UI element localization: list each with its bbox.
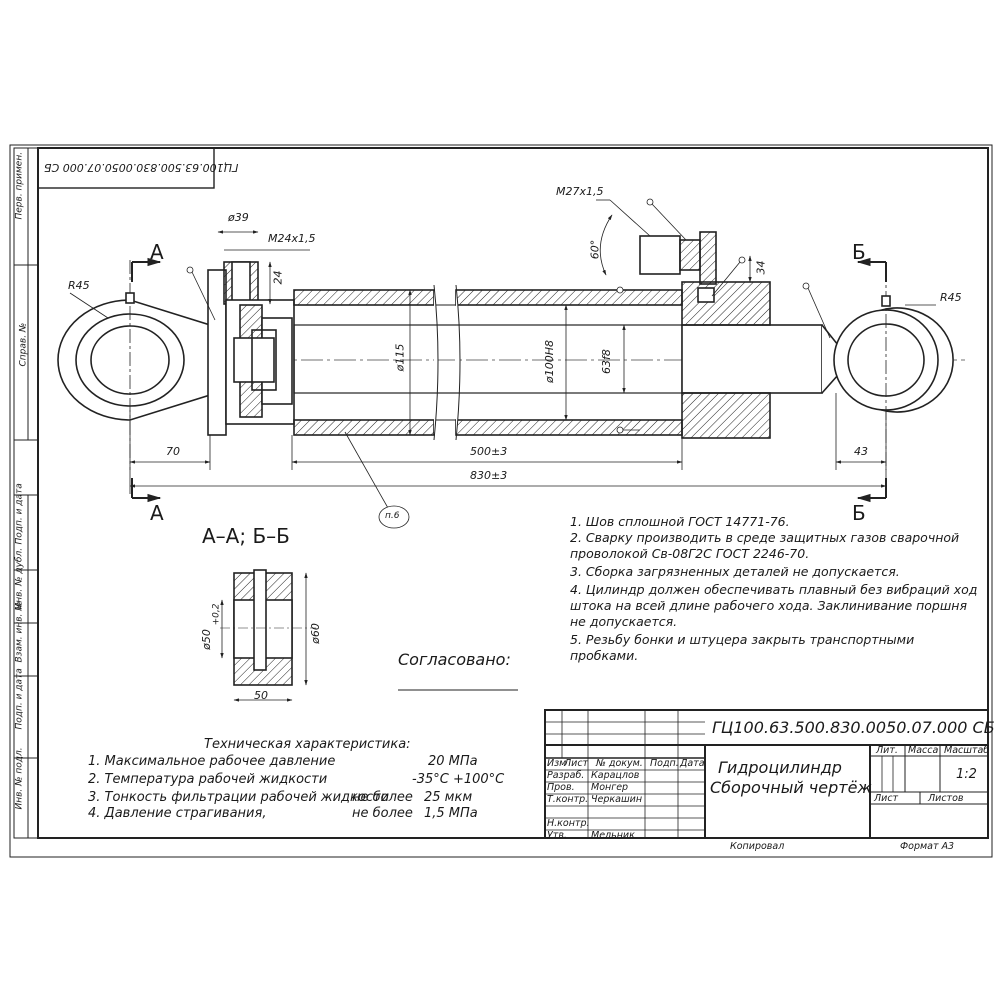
tech-row-limit: не более [352,790,413,805]
dim-d50: ø50 [199,629,213,650]
tech-row-limit: не более [352,806,413,821]
tb-role: Разраб. [547,770,585,781]
note-line: 2. Сварку производить в среде защитных г… [570,530,960,545]
tb-copied: Копировал [730,841,785,852]
tech-heading: Техническая характеристика: [204,737,411,752]
tb-role: Утв. [547,830,567,841]
side-label-podp2: Подп. и дата [14,668,25,730]
tb-role: Пров. [547,782,575,793]
sheet-frame [9,144,993,858]
tb-sheets: Листов [928,793,964,804]
side-label-perv: Перв. примен. [14,151,25,220]
doc-code: ГЦ100.63.500.830.0050.07.000 СБ [712,718,995,737]
tb-role: Н.контр. [547,818,590,829]
side-label-podp1: Подп. и дата [14,483,25,545]
dim-830: 830±3 [470,469,508,482]
side-label-sprav: Справ. № [18,322,29,367]
tech-row-label: 2. Температура рабочей жидкости [88,772,328,787]
right-eye-lug [833,268,954,470]
dim-r45-left: R45 [68,279,90,292]
dimension-lines [69,199,936,494]
section-detail [220,569,316,702]
dim-34: 34 [754,260,768,275]
dim-angle60: 60° [588,239,602,260]
doc-title: Гидроцилиндр [718,758,842,777]
note-line: пробками. [570,648,639,663]
piston-rod [681,324,849,394]
dim-d100h8: ø100H8 [543,340,556,383]
tech-row-value: -35°С +100°С [412,772,505,787]
note-line: проволокой Св-08Г2С ГОСТ 2246-70. [570,546,810,561]
side-label-vzam: Взам. инв. № [14,601,25,663]
tech-row-value: 1,5 МПа [424,806,478,821]
tb-lit: Лит. [876,745,898,756]
dim-m24: М24х1,5 [268,232,316,245]
tech-row-value: 20 МПа [428,754,478,769]
note-line: не допускается. [570,614,678,629]
tech-row-label: 3. Тонкость фильтрации рабочей жидкости [88,790,390,805]
dim-70: 70 [166,445,180,458]
tb-format: Формат А3 [900,841,955,852]
tech-row-label: 1. Максимальное рабочее давление [88,754,336,769]
dim-d50-tol: +0,2 [211,603,222,626]
dim-m27: М27х1,5 [556,185,604,198]
mirrored-doc-code: ГЦ100.63.500.830.0050.07.000 СБ [44,161,239,174]
approval-label: Согласовано: [398,650,511,669]
dim-43: 43 [854,445,868,458]
dim-d115: ø115 [393,343,407,372]
callout-p6: п.6 [385,511,400,521]
tb-col-doc: № докум. [596,758,643,769]
dim-w50: 50 [254,689,268,702]
tb-col-sign: Подп. [650,758,679,769]
tb-mass: Масса [908,745,939,756]
tb-name: Мельник [591,830,635,841]
section-cut-marks [131,257,887,503]
section-mark-a-bottom: А [150,501,164,525]
side-label-inv-podl: Инв. № подл. [14,747,25,810]
dim-500: 500±3 [470,445,508,458]
note-line: 5. Резьбу бонки и штуцера закрыть трансп… [570,632,915,647]
dim-d39: ø39 [228,211,249,224]
section-mark-b-bottom: Б [852,501,866,525]
tb-col-izm: Изм [547,758,567,769]
tb-role: Т.контр. [547,794,589,805]
section-mark-b-top: Б [852,240,866,264]
left-eye-lug [57,260,211,470]
title-block-grid [544,709,989,839]
tb-name: Карацлов [591,770,640,781]
tb-col-date: Дата [680,758,705,769]
tb-scale-value: 1:2 [956,767,977,782]
tb-scale: Масштаб [944,745,990,756]
tb-col-list: Лист [564,758,589,769]
tb-name: Монгер [591,782,629,793]
gland-head [639,231,771,439]
dim-r45-right: R45 [940,291,962,304]
cylinder-barrel [293,284,683,441]
section-mark-a-top: А [150,240,164,264]
tb-name: Черкашин [591,794,643,805]
section-title: А–А; Б–Б [202,524,290,548]
note-line: 1. Шов сплошной ГОСТ 14771-76. [570,514,790,529]
doc-subtitle: Сборочный чертёж [710,778,872,797]
dim-d60: ø60 [308,623,322,644]
tech-row-value: 25 мкм [424,790,473,805]
dim-63f8: 63f8 [599,349,613,374]
tech-row-label: 4. Давление страгивания, [88,806,267,821]
leader-lines [186,198,831,529]
note-line: 4. Цилиндр должен обеспечивать плавный б… [570,582,978,597]
tb-sheet: Лист [874,793,899,804]
left-end-cap [207,261,295,436]
note-line: штока на всей длине рабочего хода. Закли… [570,598,967,613]
dim-24: 24 [271,270,285,285]
note-line: 3. Сборка загрязненных деталей не допуск… [570,564,900,579]
